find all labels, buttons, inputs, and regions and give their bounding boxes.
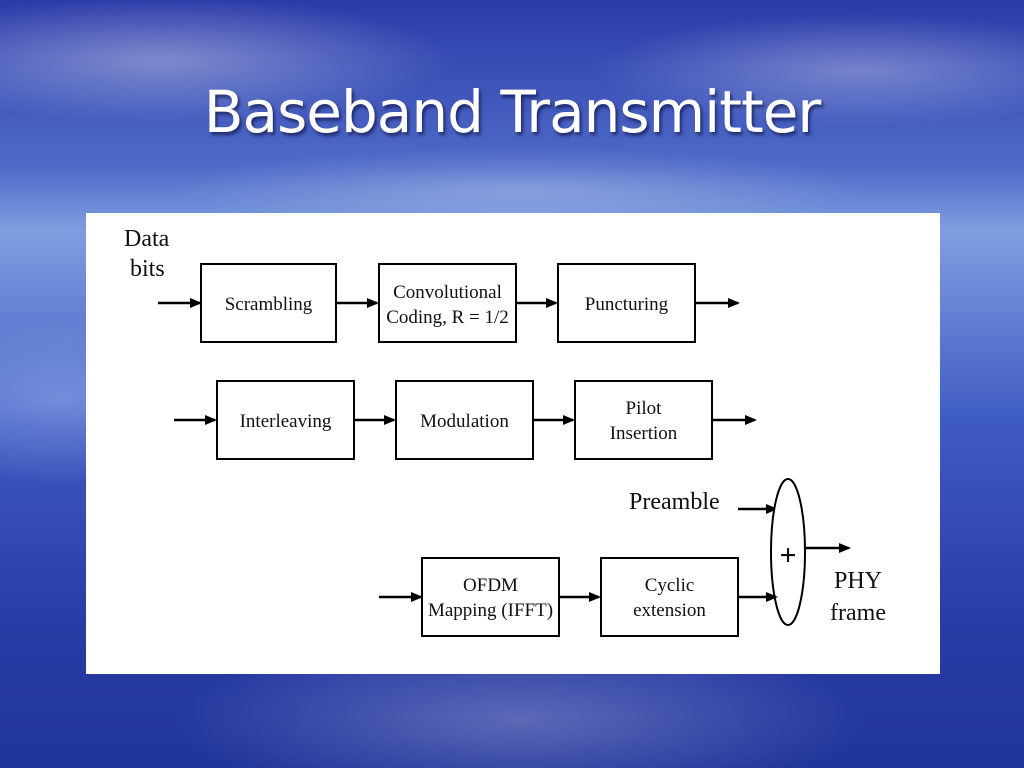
convolutional-coding-block [378,263,517,343]
cyclic-extension-label-line2: extension [633,600,706,621]
block-diagram: Data bits Scrambling Convolutional Codin… [124,226,886,637]
scrambling-block [200,263,337,343]
pilot-insertion-label-line1: Pilot [626,398,663,419]
pilot-insertion-block [574,380,713,460]
interleaving-block [216,380,355,460]
modulation-block [395,380,534,460]
slide-title: Baseband Transmitter [203,78,822,146]
puncturing-label: Puncturing [585,294,669,315]
phy-frame-label-line1: PHY [834,568,882,594]
scrambling-label: Scrambling [225,294,313,315]
ofdm-mapping-block [421,557,560,637]
ofdm-mapping-label-line1: OFDM [463,575,518,596]
convolutional-coding-label-line1: Convolutional [393,282,502,303]
puncturing-block [557,263,696,343]
cyclic-extension-label-line1: Cyclic [645,575,695,596]
pilot-insertion-label-line2: Insertion [610,423,678,444]
preamble-label: Preamble [629,489,720,515]
cyclic-extension-block [600,557,739,637]
modulation-label: Modulation [420,411,509,432]
interleaving-label: Interleaving [240,411,332,432]
adder-plus-symbol: + [779,539,796,572]
data-bits-label-line2: bits [130,256,165,282]
block-diagram-panel: Data bits Scrambling Convolutional Codin… [86,213,940,674]
phy-frame-label-line2: frame [830,600,886,626]
ofdm-mapping-label-line2: Mapping (IFFT) [428,600,553,621]
adder-ellipse [770,478,806,626]
data-bits-label-line1: Data [124,226,170,252]
convolutional-coding-label-line2: Coding, R = 1/2 [386,307,509,328]
